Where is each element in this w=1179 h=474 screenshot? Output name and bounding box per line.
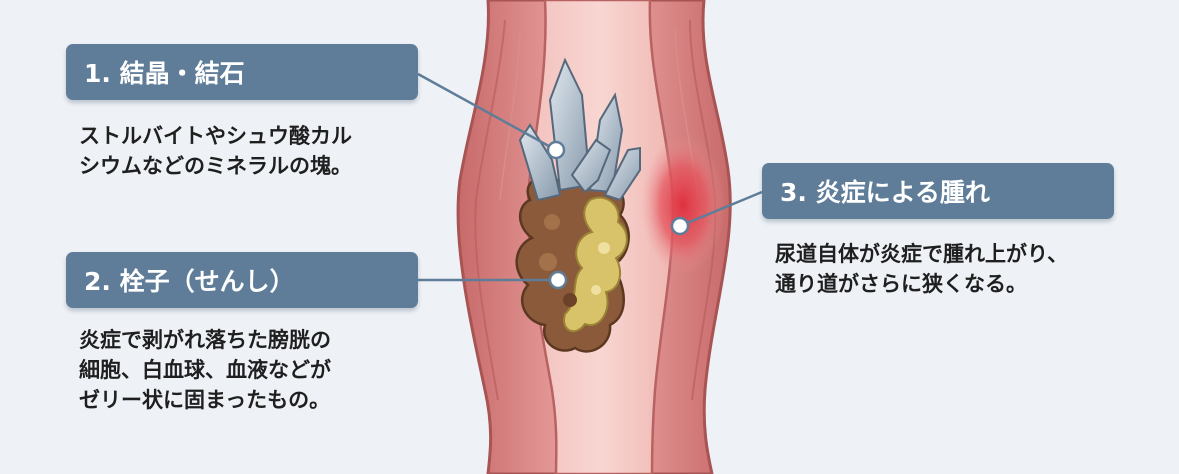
callout-2-description: 炎症で剥がれ落ちた膀胱の 細胞、白血球、血液などが ゼリー状に固まったもの。 bbox=[79, 328, 331, 412]
leader-dot-3 bbox=[670, 216, 690, 236]
leader-line-3 bbox=[679, 190, 763, 228]
inflammation-spot bbox=[641, 135, 725, 275]
leader-line-1 bbox=[417, 72, 557, 152]
leader-dot-2 bbox=[548, 270, 568, 290]
callout-1-description: ストルバイトやシュウ酸カル シウムなどのミネラルの塊。 bbox=[79, 124, 352, 178]
callout-3-description: 尿道自体が炎症で腫れ上がり、 通り道がさらに狭くなる。 bbox=[775, 242, 1069, 296]
leader-dot-1 bbox=[546, 140, 566, 160]
callout-1-title: 1. 結晶・結石 bbox=[66, 44, 418, 100]
callout-3-title: 3. 炎症による腫れ bbox=[762, 163, 1114, 219]
callout-2-title: 2. 栓子（せんし） bbox=[66, 252, 418, 308]
